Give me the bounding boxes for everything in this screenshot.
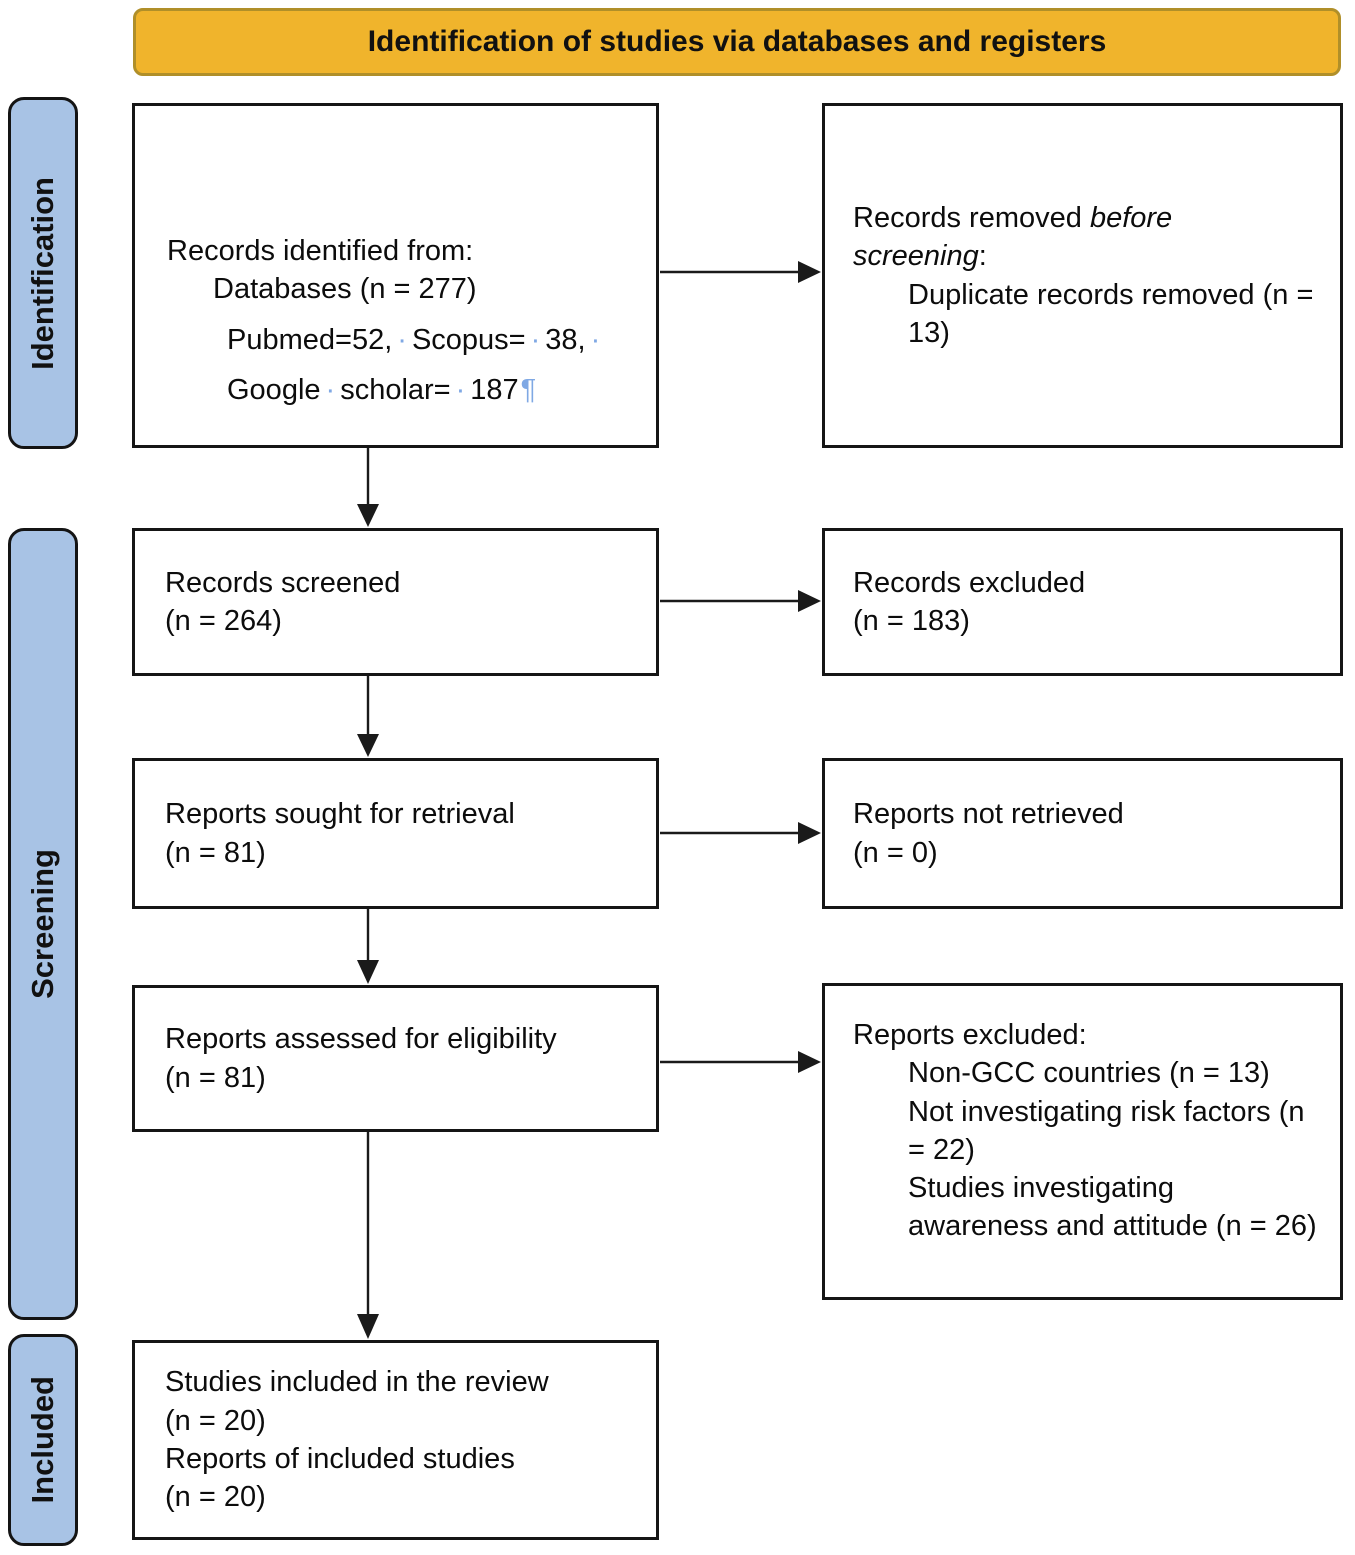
records-screened-line2: (n = 264) xyxy=(165,605,282,637)
before-screening-italic: before screening xyxy=(853,201,1173,273)
records-screened-line1: Records screened xyxy=(165,566,401,599)
studies-included-line1: Studies included in the review xyxy=(165,1366,549,1399)
box-reports-assessed: Reports assessed for eligibility (n = 81… xyxy=(132,985,659,1132)
reports-sought-line1: Reports sought for retrieval xyxy=(165,798,515,831)
google-label: Google xyxy=(227,373,321,406)
space-dot-mark: · xyxy=(455,373,466,406)
stage-identification-label: Identification xyxy=(25,176,60,370)
records-excluded-line1: Records excluded xyxy=(853,566,1086,599)
arrow-identified-to-removed xyxy=(660,261,821,283)
banner-identification-of-studies: Identification of studies via databases … xyxy=(133,8,1341,76)
records-removed-colon: : xyxy=(978,240,987,273)
box-records-excluded: Records excluded (n = 183) xyxy=(822,528,1343,676)
arrow-identified-to-screened xyxy=(357,448,379,527)
box-reports-excluded: Reports excluded: Non-GCC countries (n =… xyxy=(822,983,1343,1300)
stage-screening-label: Screening xyxy=(25,849,60,999)
space-dot-mark: · xyxy=(397,323,407,356)
box-records-identified: Records identified from: Databases (n = … xyxy=(132,103,659,448)
arrow-sought-to-not-retrieved xyxy=(660,822,821,844)
pilcrow-mark: ¶ xyxy=(520,373,537,406)
scopus-label: Scopus= xyxy=(411,323,526,356)
banner-label: Identification of studies via databases … xyxy=(367,25,1107,58)
records-removed-title: Records removed before screening: xyxy=(853,199,1314,276)
box-reports-sought: Reports sought for retrieval (n = 81) xyxy=(132,758,659,909)
space-dot-mark: · xyxy=(325,373,336,406)
reports-assessed-line1: Reports assessed for eligibility xyxy=(165,1023,557,1056)
arrow-assessed-to-included xyxy=(357,1132,379,1339)
reports-assessed-line2: (n = 81) xyxy=(165,1061,266,1094)
arrow-sought-to-assessed xyxy=(357,909,379,984)
pubmed-count: Pubmed=52, xyxy=(227,323,393,356)
scopus-count: 38, xyxy=(545,323,586,356)
records-identified-line1: Records identified from: xyxy=(167,235,474,267)
scholar-label: scholar= xyxy=(340,373,451,406)
records-removed-text: Records removed xyxy=(853,201,1090,234)
space-dot-mark: · xyxy=(590,323,601,356)
records-identified-sources-line1: Pubmed=52,·Scopus=·38,· xyxy=(227,321,638,359)
records-excluded-line2: (n = 183) xyxy=(853,605,970,637)
records-identified-line2: Databases (n = 277) xyxy=(213,273,477,306)
reports-excluded-item: Not investigating risk factors (n = 22) xyxy=(908,1095,1305,1166)
studies-included-line3: Reports of included studies xyxy=(165,1443,515,1475)
reports-excluded-title: Reports excluded: xyxy=(853,1019,1087,1051)
arrow-screened-to-sought xyxy=(357,676,379,757)
arrow-assessed-to-reports-excluded xyxy=(660,1051,821,1073)
reports-not-retrieved-line1: Reports not retrieved xyxy=(853,798,1124,831)
reports-excluded-item: Non-GCC countries (n = 13) xyxy=(908,1057,1270,1090)
duplicate-records-item: Duplicate records removed (n = 13) xyxy=(908,278,1314,349)
studies-included-line4: (n = 20) xyxy=(165,1481,266,1514)
stage-identification: Identification xyxy=(8,97,78,449)
reports-not-retrieved-line2: (n = 0) xyxy=(853,836,938,869)
reports-sought-line2: (n = 81) xyxy=(165,836,266,869)
stage-included-label: Included xyxy=(25,1376,60,1504)
scholar-count: 187 xyxy=(470,373,519,406)
space-dot-mark: · xyxy=(530,323,541,356)
reports-excluded-item: Studies investigating awareness and atti… xyxy=(908,1172,1317,1243)
arrow-screened-to-excluded xyxy=(660,590,821,612)
box-records-screened: Records screened (n = 264) xyxy=(132,528,659,676)
records-identified-sources-line2: Google·scholar=·187¶ xyxy=(227,371,638,409)
studies-included-line2: (n = 20) xyxy=(165,1404,266,1437)
box-studies-included: Studies included in the review (n = 20) … xyxy=(132,1340,659,1540)
box-records-removed: Records removed before screening: Duplic… xyxy=(822,103,1343,448)
box-reports-not-retrieved: Reports not retrieved (n = 0) xyxy=(822,758,1343,909)
stage-included: Included xyxy=(8,1334,78,1546)
stage-screening: Screening xyxy=(8,528,78,1320)
